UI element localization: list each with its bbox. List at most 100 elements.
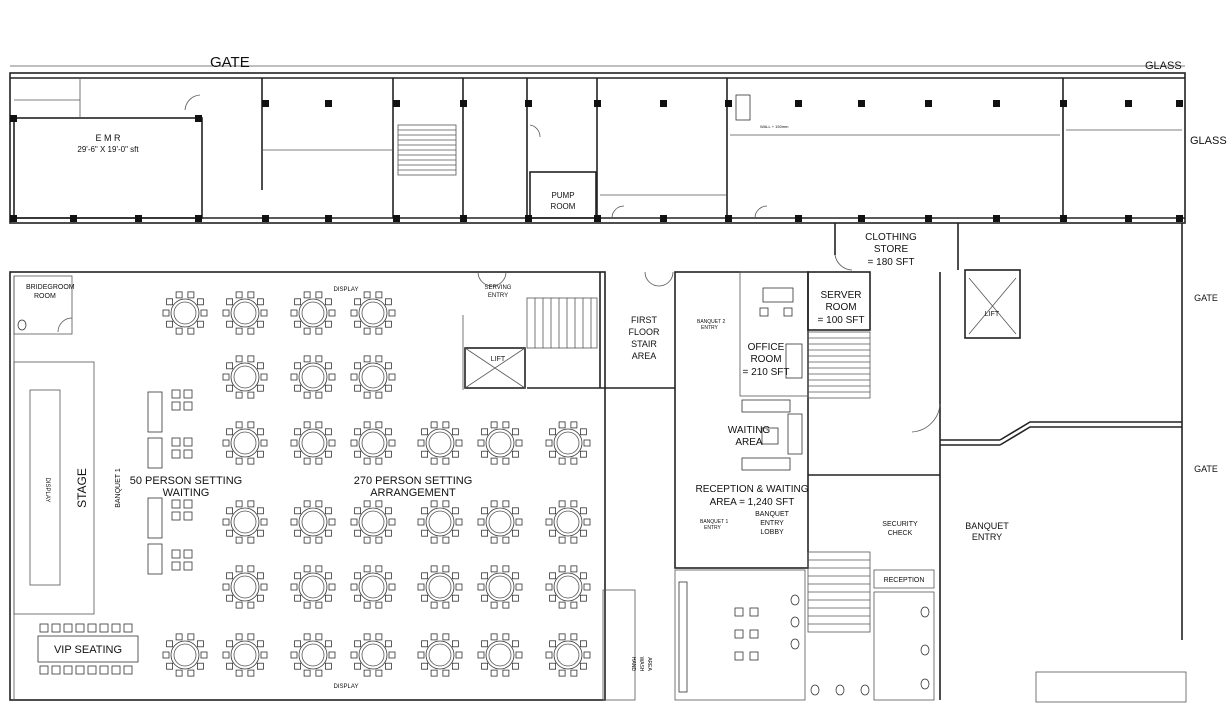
chair (226, 384, 234, 392)
round-table (290, 565, 336, 609)
round-table (162, 291, 208, 335)
chair (235, 536, 243, 544)
chair (303, 291, 311, 299)
chair (442, 500, 450, 508)
table-top (425, 572, 455, 602)
first-floor-label-2: FLOOR (628, 327, 660, 337)
hand-wash-label-2: WASH (638, 657, 644, 672)
chair (363, 500, 371, 508)
chair (502, 500, 510, 508)
toilet-block-2 (873, 591, 935, 701)
chair (315, 500, 323, 508)
chair (384, 450, 392, 458)
chair (226, 572, 234, 580)
gate-right-label-2: GATE (1194, 464, 1218, 474)
chair (417, 583, 425, 591)
lobby-label-2: ENTRY (760, 520, 784, 527)
banquet2-entry-2: ENTRY (701, 325, 719, 331)
chair (260, 518, 268, 526)
chair (315, 355, 323, 363)
waiting-sofas (147, 389, 193, 575)
chair (294, 450, 302, 458)
chair (375, 391, 383, 399)
top-stair (397, 124, 457, 176)
chair (580, 450, 587, 458)
round-table (222, 355, 268, 399)
toilet-fixtures (678, 581, 930, 696)
first-floor-label-4: AREA (632, 351, 657, 361)
chair (354, 450, 362, 458)
lift-label-1: LIFT (491, 356, 506, 363)
round-table (350, 565, 396, 609)
round-table (477, 565, 523, 609)
chair (235, 601, 243, 609)
chair (222, 518, 230, 526)
chair (247, 536, 255, 544)
round-table (350, 421, 396, 465)
chair (303, 355, 311, 363)
table-inner-ring (361, 510, 385, 534)
chair (315, 327, 323, 335)
table-inner-ring (488, 643, 512, 667)
reception-stair (807, 331, 871, 399)
chair (388, 651, 396, 659)
chair (430, 500, 438, 508)
chair (256, 298, 264, 306)
round-table (290, 291, 336, 335)
chair (375, 355, 383, 363)
chair (388, 309, 396, 317)
chair (324, 320, 332, 328)
waiting-label-2: AREA (735, 437, 763, 448)
chair (247, 457, 255, 465)
chair (303, 536, 311, 544)
chair (512, 594, 519, 602)
chair (260, 439, 268, 447)
chair (235, 327, 243, 335)
chair (247, 391, 255, 399)
chair (421, 640, 429, 648)
chair (256, 507, 264, 515)
chair (421, 572, 429, 580)
table-inner-ring (556, 575, 580, 599)
chair (451, 662, 459, 670)
chair (384, 298, 392, 306)
gate-right-label-1: GATE (1194, 293, 1218, 303)
chair (549, 529, 556, 537)
chair (558, 500, 566, 508)
table-top (298, 507, 328, 537)
lift-1 (464, 347, 526, 389)
banquet-entry-label-1: BANQUET (965, 521, 1009, 531)
chair (222, 439, 230, 447)
round-table (545, 421, 591, 465)
chair (512, 529, 519, 537)
chair (442, 536, 450, 544)
chair (235, 633, 243, 641)
chair (502, 457, 510, 465)
chair (515, 651, 523, 659)
bridegroom-label-2: ROOM (34, 293, 56, 300)
chair (451, 529, 459, 537)
chair (354, 298, 362, 306)
table-inner-ring (361, 431, 385, 455)
chair (502, 565, 510, 573)
chair (175, 327, 183, 335)
reception-desk (873, 569, 935, 589)
chair (384, 640, 392, 648)
display-stage-label: DISPLAY (44, 478, 50, 503)
chair (481, 507, 489, 515)
chair (477, 651, 485, 659)
security-label-1: SECURITY (882, 521, 918, 528)
round-table (290, 355, 336, 399)
table-inner-ring (556, 431, 580, 455)
chair (235, 500, 243, 508)
chair (502, 601, 510, 609)
chair (583, 439, 591, 447)
table-inner-ring (361, 643, 385, 667)
chair (580, 594, 587, 602)
arrangement270-label-1: 270 PERSON SETTING (354, 475, 473, 487)
top-building-outline (9, 72, 1186, 224)
table-top (553, 507, 583, 537)
chair (515, 439, 523, 447)
pump-room-label-1: PUMP (551, 191, 574, 200)
chair (354, 428, 362, 436)
